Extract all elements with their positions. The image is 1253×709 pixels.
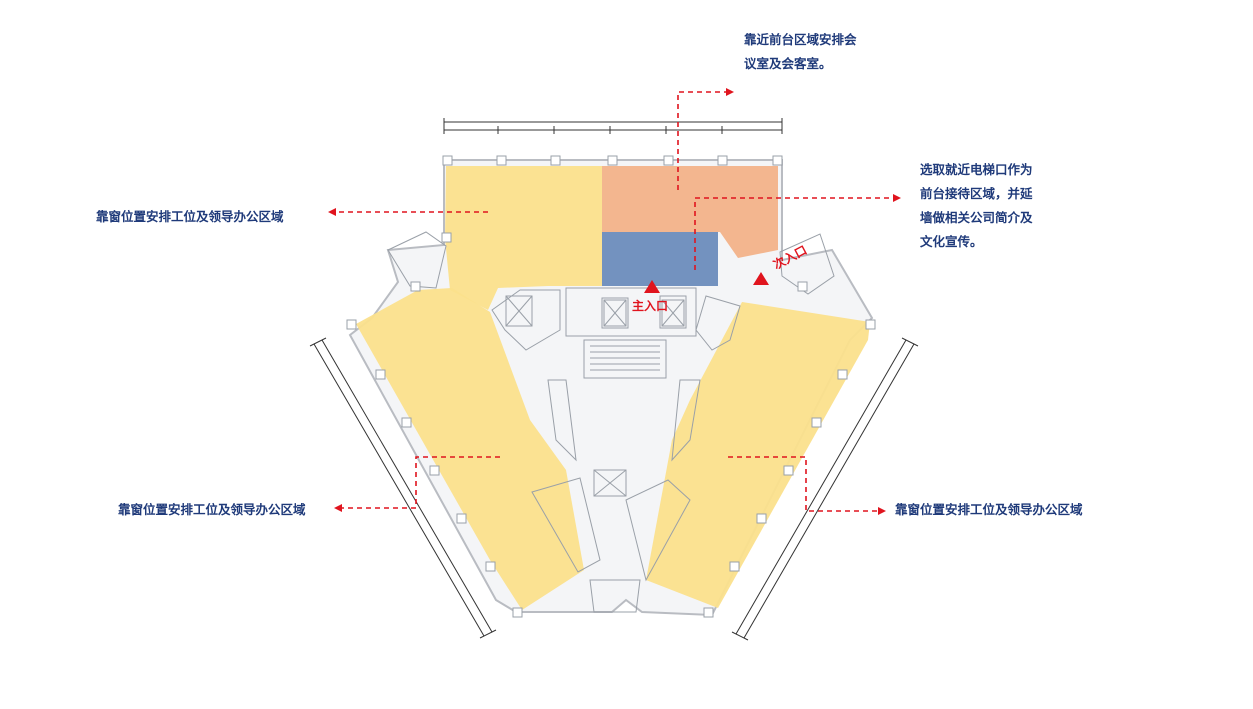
annotation-window-right-bottom: 靠窗位置安排工位及领导办公区域 [895,502,1083,517]
secondary-entrance-marker-icon [753,272,769,285]
guide-arrows [334,91,895,512]
annotation-window-left-bottom: 靠窗位置安排工位及领导办公区域 [118,502,306,517]
structural-columns [346,155,876,618]
main-entrance-marker-icon [644,280,660,293]
arrow-right-bottom [728,456,880,512]
annotation-line: 文化宣传。 [920,234,983,249]
office-zone-west [356,288,584,610]
annotation-line: 议室及会客室。 [744,56,832,71]
office-zone-east [646,302,870,608]
arrow-reception [694,197,895,270]
annotation-window-left-top: 靠窗位置安排工位及领导办公区域 [96,209,284,224]
meeting-zone [602,166,778,258]
annotation-line: 靠近前台区域安排会 [744,32,857,47]
zones [356,166,870,610]
annotation-line: 墙做相关公司简介及 [920,210,1033,225]
dimension-lines [309,118,919,641]
annotation-line: 前台接待区域，并延 [920,186,1033,201]
main-entrance-label: 主入口 [632,299,669,313]
arrow-heads [328,88,901,515]
office-zone-north [445,166,602,310]
core-area [387,231,835,613]
reception-zone [602,232,718,286]
annotation-line: 选取就近电梯口作为 [920,162,1033,177]
annotation-reception: 选取就近电梯口作为 前台接待区域，并延 墙做相关公司简介及 文化宣传。 [920,158,1033,254]
annotation-meeting-rooms: 靠近前台区域安排会 议室及会客室。 [744,28,857,76]
arrow-left-bottom [340,456,500,509]
